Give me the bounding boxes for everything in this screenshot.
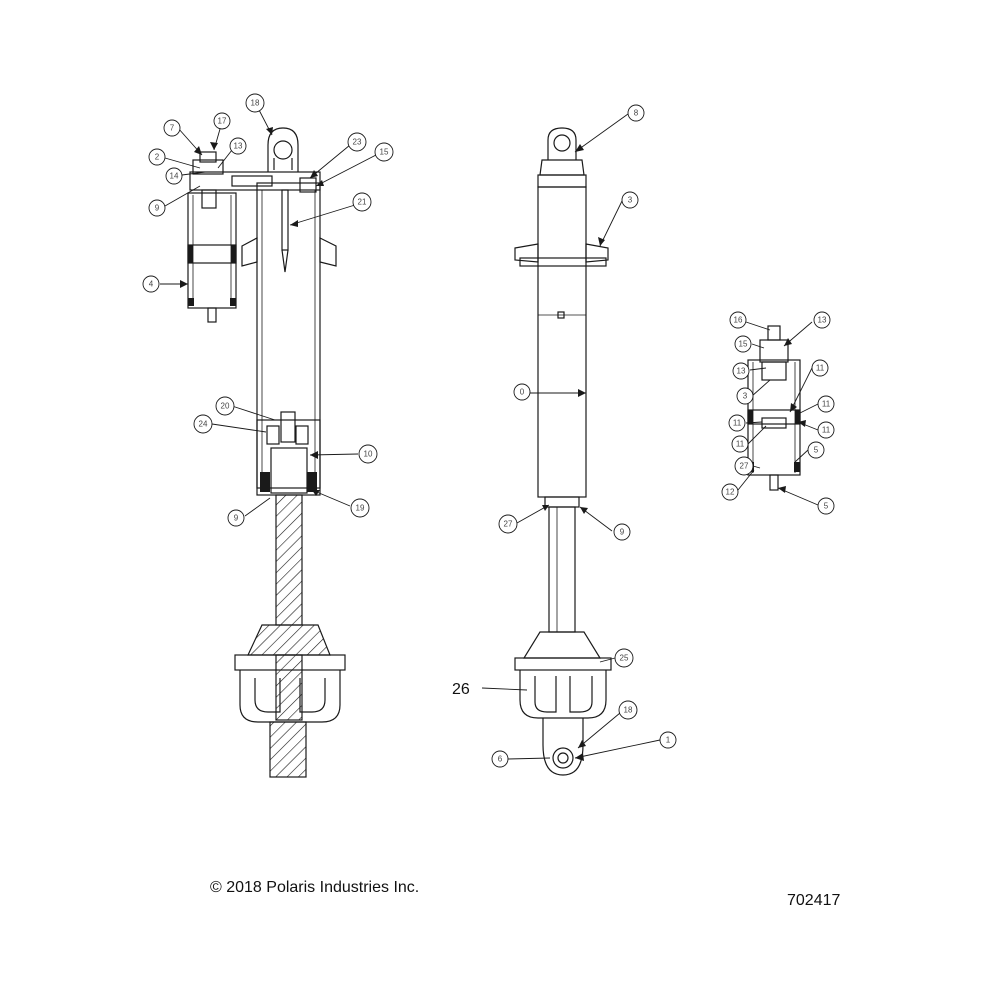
callout-label: 9 — [234, 514, 239, 523]
callout-label: 4 — [149, 280, 154, 289]
callout-label: 7 — [170, 124, 175, 133]
callout-3-center: 3 — [621, 191, 639, 209]
callout-1-center: 1 — [659, 731, 677, 749]
callout-15-right: 15 — [734, 335, 752, 353]
callout-5-right-mid: 5 — [807, 441, 825, 459]
callout-label: 6 — [498, 755, 503, 764]
callout-label: 25 — [620, 654, 629, 663]
callout-label: 9 — [155, 204, 160, 213]
callout-11-right-left: 11 — [728, 414, 746, 432]
callout-24-left: 24 — [193, 414, 213, 434]
leader-lines — [160, 107, 819, 760]
callout-bubbles: 7 17 18 2 13 14 9 23 15 21 4 20 24 10 9 … — [142, 93, 835, 768]
callout-label: 20 — [221, 402, 230, 411]
callout-4-left: 4 — [142, 275, 160, 293]
callout-label: 5 — [824, 502, 829, 511]
callout-label: 18 — [624, 706, 633, 715]
callout-14-left: 14 — [165, 167, 183, 185]
callout-8-center: 8 — [627, 104, 645, 122]
callout-19-left: 19 — [350, 498, 370, 518]
callout-16-right: 16 — [729, 311, 747, 329]
callout-label: 13 — [737, 367, 746, 376]
callout-label: 17 — [218, 117, 227, 126]
callout-label: 2 — [155, 153, 160, 162]
callout-15-left: 15 — [374, 142, 394, 162]
label-26: 26 — [452, 681, 470, 698]
callout-label: 27 — [504, 520, 513, 529]
callout-7-left: 7 — [163, 119, 181, 137]
callout-label: 24 — [199, 420, 208, 429]
callout-23-left: 23 — [347, 132, 367, 152]
callout-label: 16 — [734, 316, 743, 325]
callout-18-top: 18 — [245, 93, 265, 113]
callout-label: 11 — [822, 400, 831, 409]
callout-label: 12 — [726, 488, 735, 497]
callout-21-left: 21 — [352, 192, 372, 212]
callout-label: 13 — [818, 316, 827, 325]
callout-11-right: 11 — [817, 395, 835, 413]
callout-2-left: 2 — [148, 148, 166, 166]
callout-label: 3 — [628, 196, 633, 205]
callout-13-right-top: 13 — [813, 311, 831, 329]
callout-label: 1 — [666, 736, 671, 745]
callout-27-center: 27 — [498, 514, 518, 534]
callout-label: 11 — [736, 440, 745, 449]
figure-number: 702417 — [787, 892, 841, 909]
callout-11-right-top: 11 — [811, 359, 829, 377]
callout-17-left: 17 — [213, 112, 231, 130]
callout-5-right-bottom: 5 — [817, 497, 835, 515]
callout-9-left-top: 9 — [148, 199, 166, 217]
callout-label: 0 — [520, 388, 525, 397]
callout-label: 19 — [356, 504, 365, 513]
callout-label: 5 — [814, 446, 819, 455]
callout-13-left: 13 — [229, 137, 247, 155]
callout-label: 13 — [234, 142, 243, 151]
callout-10-left: 10 — [358, 444, 378, 464]
callout-label: 18 — [251, 99, 260, 108]
callout-label: 21 — [358, 198, 367, 207]
callout-11-right-inner: 11 — [731, 435, 749, 453]
callout-label: 14 — [170, 172, 179, 181]
callout-label: 23 — [353, 138, 362, 147]
callout-11-right-lower: 11 — [817, 421, 835, 439]
callout-label: 27 — [740, 462, 749, 471]
callout-label: 10 — [364, 450, 373, 459]
callout-20-left: 20 — [215, 396, 235, 416]
callout-label: 9 — [620, 528, 625, 537]
callout-13-right: 13 — [732, 362, 750, 380]
callout-9-left-bottom: 9 — [227, 509, 245, 527]
callout-label: 8 — [634, 109, 639, 118]
leader-arrowheads — [180, 127, 806, 761]
callout-label: 11 — [816, 364, 825, 373]
callout-9-center: 9 — [613, 523, 631, 541]
external-view-shock — [514, 127, 612, 776]
callout-18-center: 18 — [618, 700, 638, 720]
callout-label: 15 — [739, 340, 748, 349]
callout-0-center: 0 — [513, 383, 531, 401]
callout-3-right: 3 — [736, 387, 754, 405]
callout-label: 11 — [733, 419, 742, 428]
copyright-notice: © 2018 Polaris Industries Inc. — [210, 879, 420, 896]
callout-12-right: 12 — [721, 483, 739, 501]
callout-27-right: 27 — [734, 456, 754, 476]
section-view-shock — [187, 127, 346, 778]
callout-label: 15 — [380, 148, 389, 157]
callout-25-center: 25 — [614, 648, 634, 668]
callout-label: 11 — [822, 426, 831, 435]
callout-label: 3 — [743, 392, 748, 401]
callout-6-center: 6 — [491, 750, 509, 768]
